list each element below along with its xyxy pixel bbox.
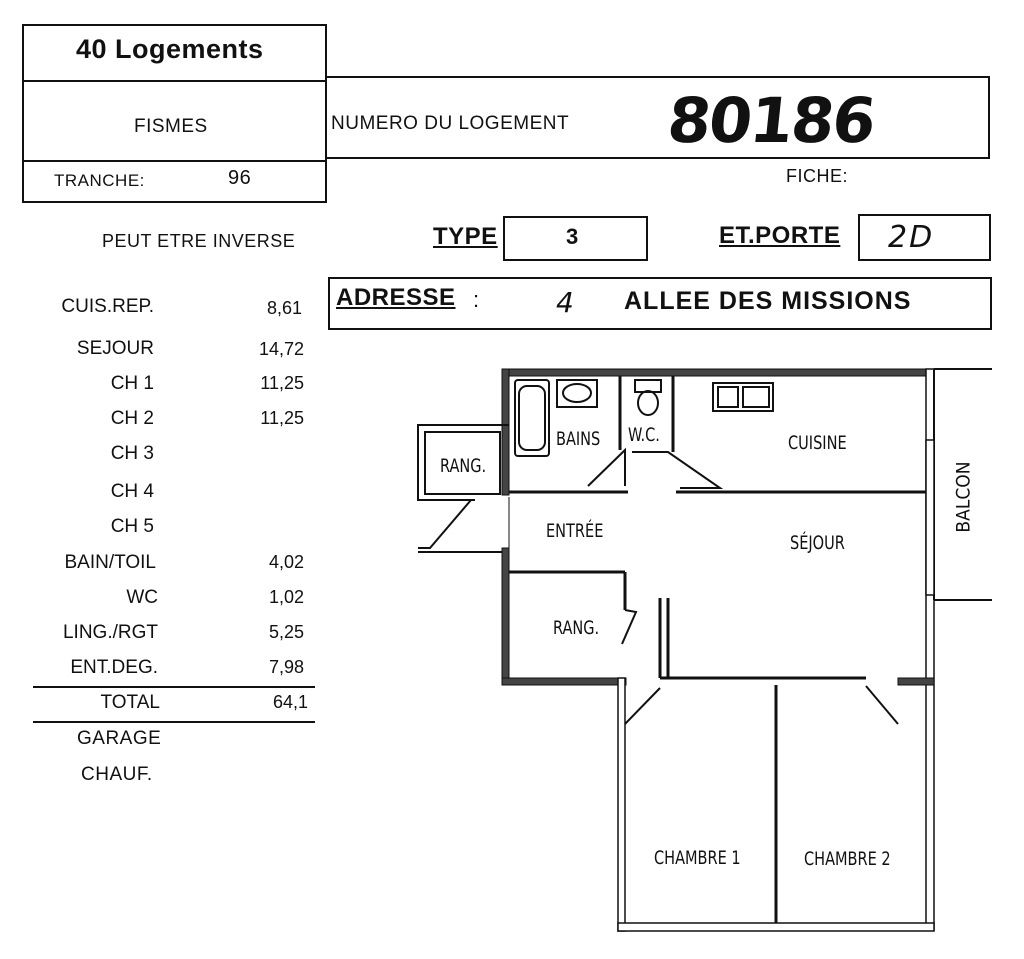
room-chambre-2: CHAMBRE 2 <box>804 848 891 870</box>
surface-value: 11,25 <box>260 373 304 393</box>
peut-etre-inverse: PEUT ETRE INVERSE <box>102 231 296 251</box>
adresse-numero: 4 <box>556 286 575 319</box>
total-rule-top <box>33 686 315 688</box>
type-label: TYPE <box>433 223 498 250</box>
surface-name: CH 3 <box>110 443 154 464</box>
room-cuisine: CUISINE <box>788 432 847 454</box>
surface-name: WC <box>126 587 158 608</box>
tranche-box <box>22 160 327 203</box>
surface-value: 7,98 <box>268 657 304 677</box>
garage-label: GARAGE <box>77 728 162 749</box>
chauf-label: CHAUF. <box>81 764 153 785</box>
adresse-label: ADRESSE <box>336 284 456 311</box>
room-chambre-1: CHAMBRE 1 <box>654 847 741 869</box>
adresse-colon: : <box>473 287 480 312</box>
numero-box <box>325 76 990 159</box>
type-value: 3 <box>566 224 579 249</box>
surface-name: CH 2 <box>110 408 154 429</box>
total-name: TOTAL <box>100 692 160 713</box>
room-sejour: SÉJOUR <box>790 532 845 554</box>
surface-name: BAIN/TOIL <box>64 552 156 573</box>
total-value: 64,1 <box>272 692 308 712</box>
total-rule-bottom <box>33 721 315 723</box>
tranche-label: TRANCHE: <box>54 171 145 190</box>
adresse-box <box>328 277 992 330</box>
surface-name: CUIS.REP. <box>61 296 154 317</box>
surface-value: 14,72 <box>258 339 304 359</box>
surface-value: 11,25 <box>260 408 304 428</box>
etporte-box <box>858 214 991 261</box>
adresse-rue: ALLEE DES MISSIONS <box>624 287 912 315</box>
room-rangement-2: RANG. <box>553 617 600 639</box>
room-entree: ENTRÉE <box>546 520 604 542</box>
surface-name: CH 5 <box>110 516 154 537</box>
logements-label: 40 Logements <box>76 34 264 64</box>
etporte-label: ET.PORTE <box>719 222 841 249</box>
numero-label: NUMERO DU LOGEMENT <box>331 113 570 134</box>
room-rangement-1: RANG. <box>440 455 487 477</box>
surface-name: CH 4 <box>110 481 154 502</box>
surface-name: ENT.DEG. <box>70 657 158 678</box>
surface-value: 5,25 <box>268 622 304 642</box>
surface-value: 8,61 <box>266 298 302 318</box>
surface-name: CH 1 <box>110 373 154 394</box>
fiche-label: FICHE: <box>786 166 849 186</box>
surface-name: LING./RGT <box>62 622 158 643</box>
room-wc: W.C. <box>628 424 660 446</box>
room-bains: BAINS <box>556 428 601 450</box>
tranche-value: 96 <box>228 167 252 189</box>
surface-value: 4,02 <box>268 552 304 572</box>
type-box <box>503 216 648 261</box>
logements-box <box>22 24 327 82</box>
etporte-value: 2D <box>888 220 935 255</box>
surface-value: 1,02 <box>268 587 304 607</box>
ville-label: FISMES <box>134 116 208 137</box>
room-balcon: BALCON <box>952 461 975 533</box>
surface-name: SEJOUR <box>76 338 154 359</box>
